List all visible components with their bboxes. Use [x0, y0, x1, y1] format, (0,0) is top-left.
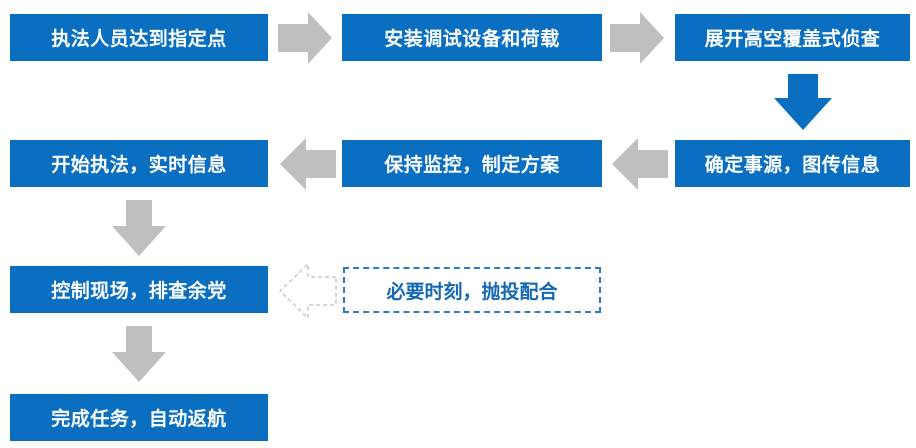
step-monitor: 保持监控，制定方案 — [342, 140, 602, 187]
arrow-right-icon — [278, 12, 332, 64]
step-arrive: 执法人员达到指定点 — [10, 14, 268, 61]
step-survey: 展开高空覆盖式侦查 — [675, 14, 910, 61]
arrow-left-icon — [612, 138, 668, 190]
step-return: 完成任务，自动返航 — [10, 394, 268, 441]
arrow-left-icon — [280, 138, 336, 190]
arrow-down-icon — [774, 74, 832, 130]
arrow-down-icon — [112, 326, 166, 382]
arrow-left-dashed-icon — [278, 262, 337, 320]
arrow-down-icon — [112, 200, 166, 256]
arrow-right-icon — [610, 12, 664, 64]
step-enforce: 开始执法，实时信息 — [10, 140, 268, 187]
step-drop-optional: 必要时刻，抛投配合 — [343, 267, 601, 313]
step-locate: 确定事源，图传信息 — [675, 140, 910, 187]
step-control: 控制现场，排查余党 — [10, 266, 268, 313]
step-install: 安装调试设备和荷载 — [342, 14, 602, 61]
